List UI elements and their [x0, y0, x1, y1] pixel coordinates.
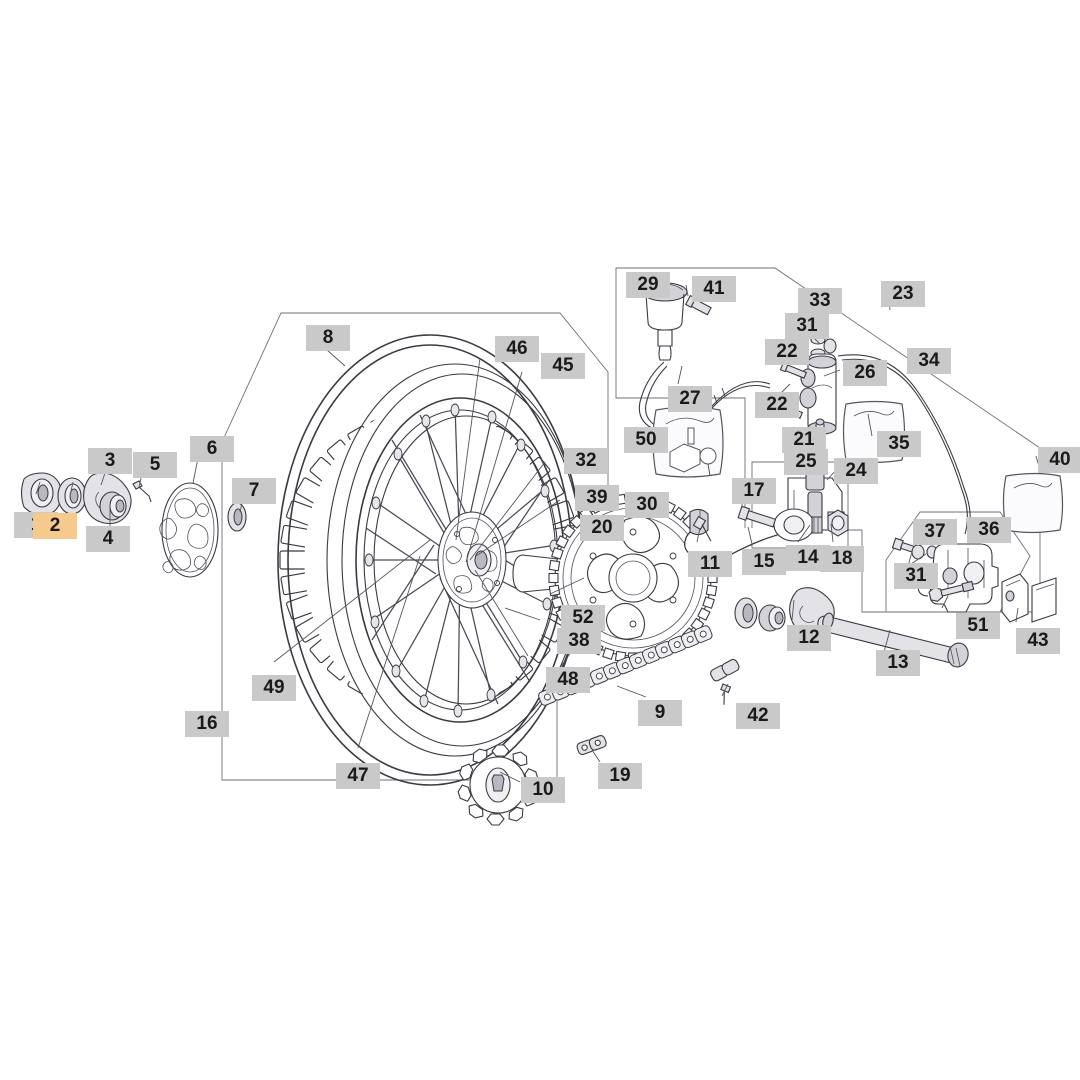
part-42-link-pin: [710, 658, 740, 705]
callout-23[interactable]: 23: [881, 281, 925, 307]
callout-22[interactable]: 22: [765, 339, 809, 365]
callout-38[interactable]: 38: [557, 628, 601, 654]
part-14-collar: [811, 516, 823, 534]
callout-20[interactable]: 20: [580, 515, 624, 541]
callout-39[interactable]: 39: [575, 485, 619, 511]
callout-31[interactable]: 31: [894, 563, 938, 589]
callout-36[interactable]: 36: [967, 517, 1011, 543]
callout-51[interactable]: 51: [956, 613, 1000, 639]
callout-5[interactable]: 5: [133, 452, 177, 478]
callout-3[interactable]: 3: [88, 448, 132, 474]
part-1-spacer: [20, 472, 62, 516]
callout-2[interactable]: 2: [33, 513, 77, 539]
callout-31[interactable]: 31: [785, 313, 829, 339]
part-4-collar-right: [758, 604, 786, 632]
part-6-drum-cover: [159, 482, 219, 578]
wheel-hub: [437, 511, 507, 609]
callout-6[interactable]: 6: [190, 436, 234, 462]
callout-16[interactable]: 16: [185, 711, 229, 737]
callout-41[interactable]: 41: [692, 276, 736, 302]
callout-29[interactable]: 29: [626, 272, 670, 298]
callout-32[interactable]: 32: [564, 448, 608, 474]
part-51-bleed-nipple: [928, 580, 975, 602]
callout-47[interactable]: 47: [336, 763, 380, 789]
callout-52[interactable]: 52: [561, 605, 605, 631]
callout-26[interactable]: 26: [843, 360, 887, 386]
callout-34[interactable]: 34: [907, 348, 951, 374]
part-11-bolt: [692, 515, 712, 542]
callout-27[interactable]: 27: [668, 386, 712, 412]
callout-40[interactable]: 40: [1038, 447, 1080, 473]
callout-43[interactable]: 43: [1016, 628, 1060, 654]
callout-35[interactable]: 35: [877, 431, 921, 457]
part-5-adjuster-screw: [132, 480, 152, 503]
callout-9[interactable]: 9: [638, 700, 682, 726]
callout-10[interactable]: 10: [521, 777, 565, 803]
callout-8[interactable]: 8: [306, 325, 350, 351]
callout-17[interactable]: 17: [732, 478, 776, 504]
callout-30[interactable]: 30: [625, 492, 669, 518]
callout-25[interactable]: 25: [784, 449, 828, 475]
callout-33[interactable]: 33: [798, 288, 842, 314]
callout-21[interactable]: 21: [782, 427, 826, 453]
callout-42[interactable]: 42: [736, 703, 780, 729]
part-7-seal-right: [734, 597, 758, 629]
callout-18[interactable]: 18: [820, 546, 864, 572]
part-43-brake-pads: [1001, 573, 1057, 623]
part-19-master-link: [576, 735, 607, 756]
callout-15[interactable]: 15: [742, 549, 786, 575]
part-50-kit-packet: [652, 406, 724, 478]
callout-7[interactable]: 7: [232, 478, 276, 504]
callout-45[interactable]: 45: [541, 353, 585, 379]
callout-48[interactable]: 48: [546, 667, 590, 693]
callout-22[interactable]: 22: [755, 392, 799, 418]
callout-4[interactable]: 4: [86, 526, 130, 552]
callout-37[interactable]: 37: [913, 519, 957, 545]
part-7-oil-seal: [227, 502, 247, 532]
callout-24[interactable]: 24: [834, 458, 878, 484]
part-2-seal: [57, 477, 87, 515]
part-40-pad-packet: [1002, 472, 1064, 534]
callout-49[interactable]: 49: [252, 675, 296, 701]
part-13-rear-axle: [817, 612, 969, 668]
callout-13[interactable]: 13: [876, 650, 920, 676]
callout-11[interactable]: 11: [688, 551, 732, 577]
callout-12[interactable]: 12: [787, 625, 831, 651]
part-18-nut: [827, 509, 849, 537]
callout-50[interactable]: 50: [624, 427, 668, 453]
part-17-pivot-bolt: [737, 505, 777, 528]
part-4-collar: [99, 491, 127, 521]
callout-46[interactable]: 46: [495, 336, 539, 362]
callout-19[interactable]: 19: [598, 763, 642, 789]
